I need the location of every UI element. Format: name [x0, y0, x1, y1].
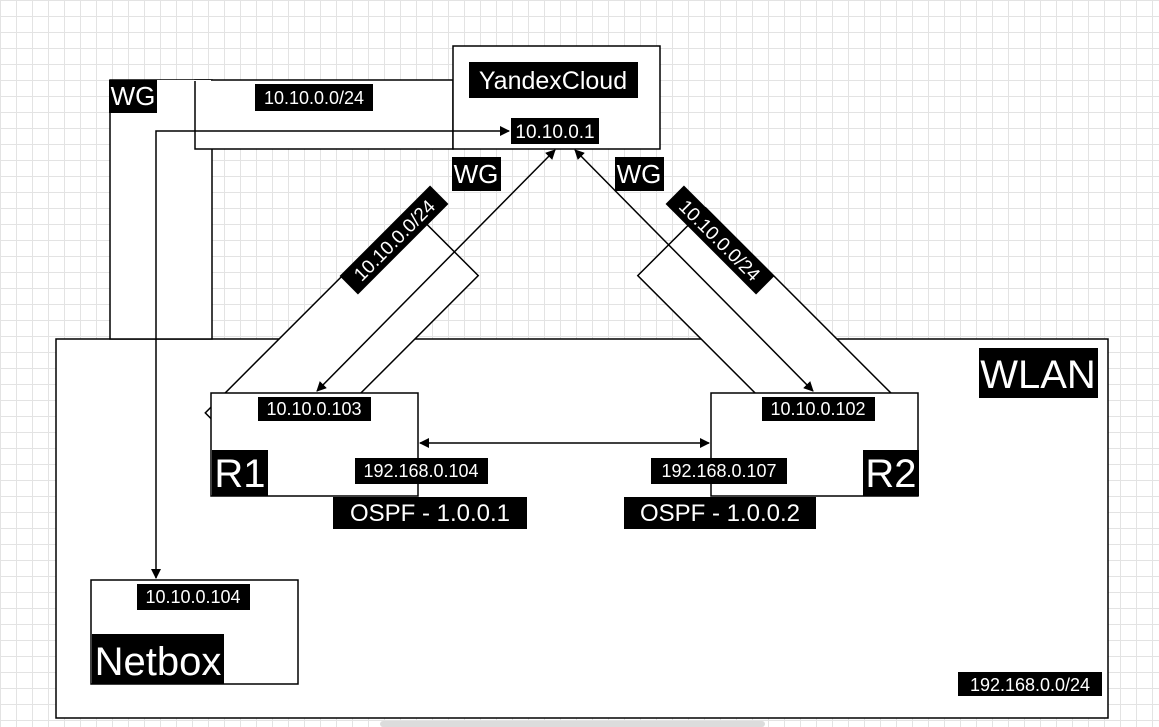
wlan-title: WLAN — [980, 353, 1096, 397]
cloud-ip: 10.10.0.1 — [515, 122, 594, 143]
netbox-ip: 10.10.0.104 — [145, 587, 240, 607]
horizontal-scrollbar[interactable] — [380, 721, 765, 727]
r2-name: R2 — [865, 452, 916, 496]
r1-lan-ip: 192.168.0.104 — [363, 461, 478, 481]
connector-r1-cloud — [316, 149, 556, 392]
r1-ospf: OSPF - 1.0.0.1 — [350, 500, 510, 527]
wlan-subnet: 192.168.0.0/24 — [970, 675, 1090, 695]
netbox-name: Netbox — [95, 640, 222, 684]
wg-r2-label: WG — [617, 159, 662, 189]
r2-wg-ip: 10.10.0.102 — [770, 399, 865, 419]
r2-lan-ip: 192.168.0.107 — [661, 461, 776, 481]
wg-left-label: WG — [111, 81, 156, 111]
r2-ospf: OSPF - 1.0.0.2 — [640, 500, 800, 527]
wg-r1-label: WG — [454, 159, 499, 189]
connector-cloud-netbox — [151, 126, 510, 579]
r1-name: R1 — [214, 452, 265, 496]
wg-left-subnet: 10.10.0.0/24 — [264, 88, 364, 108]
connector-r2-cloud — [574, 149, 814, 392]
r1-wg-ip: 10.10.0.103 — [266, 399, 361, 419]
cloud-title: YandexCloud — [479, 67, 627, 95]
